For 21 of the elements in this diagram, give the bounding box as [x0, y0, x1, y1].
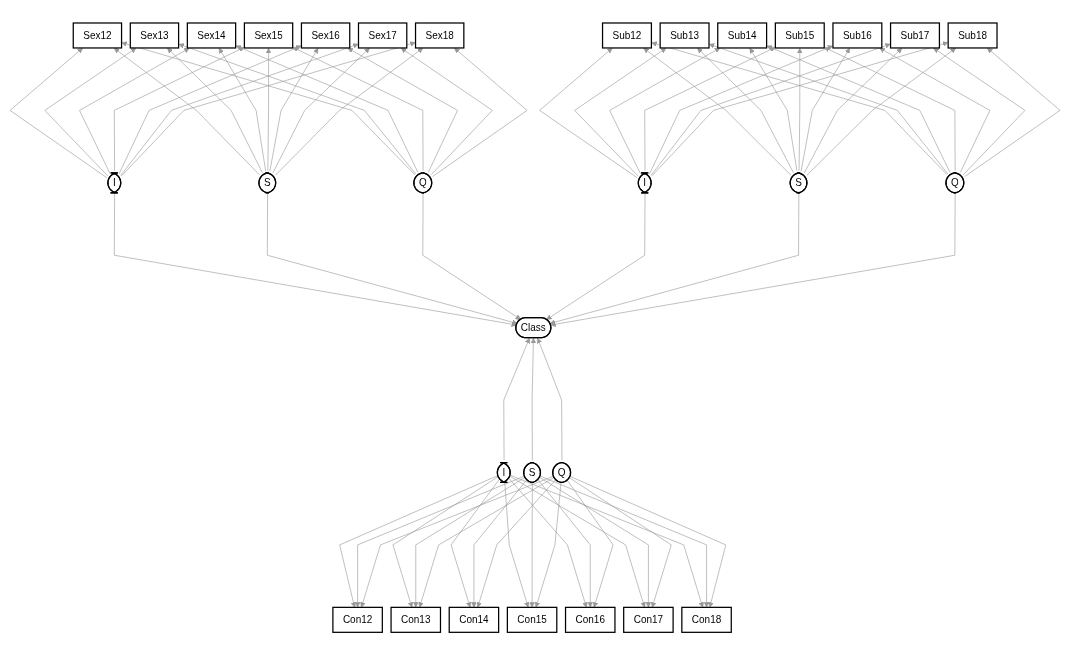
node-box: Sub18 [947, 22, 998, 49]
node-box: Con16 [564, 607, 616, 634]
node-box: Sub13 [659, 22, 710, 49]
node-box: Sub17 [889, 22, 941, 49]
node-box: Con13 [390, 607, 442, 634]
node-box: Sex15 [243, 22, 294, 49]
node-box: Con14 [448, 607, 500, 634]
node-box: Con12 [332, 607, 383, 634]
node-box: Sub14 [717, 22, 768, 49]
node-box: Con17 [623, 607, 674, 634]
node-box: Sub12 [601, 22, 653, 49]
node-box: Sex18 [414, 22, 465, 49]
node-box: Sex16 [300, 22, 351, 49]
node-box: Con15 [506, 607, 558, 634]
node-box: Sex17 [357, 22, 408, 49]
node-box: Sex12 [72, 22, 123, 49]
node-box: Sub15 [774, 22, 825, 49]
node-box: Sub16 [832, 22, 883, 49]
node-box: Sex14 [186, 22, 237, 49]
node-box: Sex13 [129, 22, 180, 49]
node-box: Con18 [681, 607, 732, 634]
